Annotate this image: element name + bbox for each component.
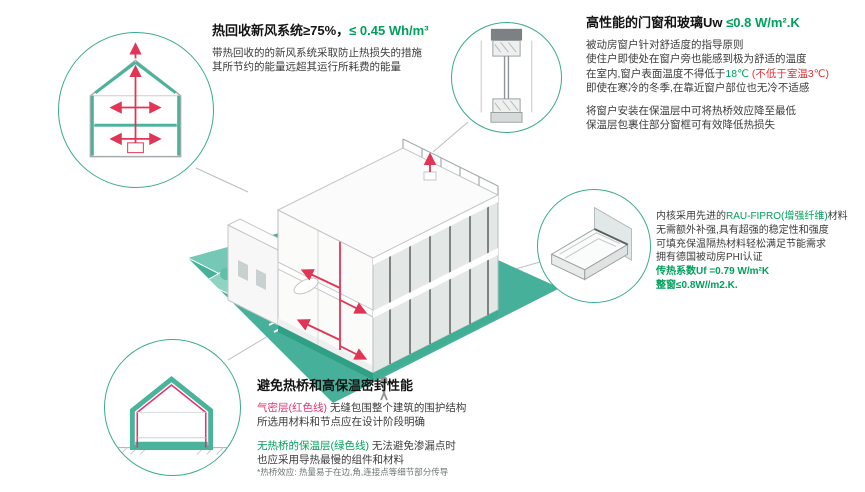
- roof-railing: [402, 138, 499, 195]
- windows-line6: 保温层包裹住部分窗框可有效降低热损失: [586, 118, 775, 131]
- profile-line1-black-b: 材料: [827, 211, 848, 222]
- thermal-title: 避免热桥和高保温密封性能: [257, 378, 414, 393]
- thermal-p1-line2: 所选用材料和节点应在设计阶段明确: [257, 416, 425, 429]
- heat-recovery-line1: 带热回收的的新风系统采取防止热损失的措施: [212, 47, 422, 60]
- windows-line3-green: 18℃: [725, 67, 749, 80]
- window-section-icon: [480, 28, 533, 123]
- heat-recovery-line2: 其所节约的能量远超其运行所耗费的能量: [212, 61, 401, 74]
- ventilation-section-figure: [58, 32, 214, 188]
- profile-line1-black-a: 内核采用先进的: [656, 211, 726, 222]
- ventilation-ducts: [296, 238, 368, 360]
- thermal-p2-line2: 也应采用导热最慢的组件和材料: [257, 453, 404, 466]
- thermal-p1-line1: 气密层(红色线) 无缝包围整个建筑的围护结构: [257, 401, 597, 415]
- windows-line3: 在室内,窗户表面温度不得低于18℃ (不低于室温3℃): [586, 67, 860, 81]
- isometric-house-illustration: [188, 138, 560, 403]
- insulation-section-figure: [104, 339, 241, 476]
- insulation-plinth-right: [373, 310, 498, 380]
- heat-recovery-title: 热回收新风系统≥75%，≤ 0.45 Wh/m³: [212, 22, 582, 39]
- profile-line2: 无需额外补强,具有超强的稳定性和强度: [656, 224, 829, 236]
- heat-recovery-text-block: 热回收新风系统≥75%，≤ 0.45 Wh/m³ 带热回收的的新风系统采取防止热…: [212, 22, 582, 75]
- thermal-footnote: *热桥效应: 热量易于在边,角,连接点等细节部分传导: [257, 466, 449, 477]
- heat-recovery-unit: [127, 142, 144, 154]
- windows-line3-red: (不低于室温3℃): [748, 67, 829, 80]
- profile-uf-value: 传热系数Uf =0.79 W/m²K: [656, 266, 770, 278]
- windows-line4: 即使在寒冷的冬季,在靠近窗户部位也无冷不适感: [586, 81, 810, 94]
- heat-recovery-title-black: 热回收新风系统≥75%，: [212, 23, 350, 38]
- house-cut-section: [277, 209, 374, 374]
- house-ventilation-icon: [89, 42, 182, 158]
- profile-uw-value: 整窗≤0.8W//m2.K.: [656, 279, 738, 291]
- windows-line3-black: 在室内,窗户表面温度不得低于: [586, 67, 726, 80]
- windows-title-green: ≤0.8 W/m².K: [726, 15, 800, 30]
- roof-vent-unit: [423, 171, 437, 181]
- profile-text-block: 内核采用先进的RAU-FIPRO(增强纤维)材料 无需额外补强,具有超强的稳定性…: [656, 210, 864, 293]
- heat-recovery-title-green: ≤ 0.45 Wh/m³: [349, 23, 429, 38]
- insulation-layer-label: 无热桥的保温层(绿色线): [257, 439, 369, 452]
- windows-text-block: 高性能的门窗和玻璃Uw ≤0.8 W/m².K 被动房窗户针对舒适度的指导原则 …: [586, 14, 860, 132]
- thermal-p1-text: 无缝包围整个建筑的围护结构: [327, 402, 467, 415]
- insulation-plinth-left: [278, 325, 373, 380]
- bathtub: [293, 277, 319, 295]
- profile-line3: 可填充保温隔热材料轻松满足节能需求: [656, 238, 826, 250]
- thermal-text-block: 避免热桥和高保温密封性能 气密层(红色线) 无缝包围整个建筑的围护结构 所选用材…: [257, 377, 597, 478]
- insulation-layer-line: [129, 375, 214, 451]
- house-insulation-icon: [116, 375, 228, 455]
- profile-line1-green: RAU-FIPRO(增强纤维): [726, 211, 828, 222]
- windows-title: 高性能的门窗和玻璃Uw ≤0.8 W/m².K: [586, 14, 860, 31]
- windows-line5: 将窗户安装在保温层中可将热桥效应降至最低: [586, 104, 796, 117]
- windows-line1: 被动房窗户针对舒适度的指导原则: [586, 39, 744, 52]
- profile-line1: 内核采用先进的RAU-FIPRO(增强纤维)材料: [656, 210, 864, 224]
- windows-line2: 使住户即使处在窗户旁也能感到极为舒适的温度: [586, 53, 807, 66]
- person-figure: [380, 376, 388, 401]
- profile-line4: 拥有德国被动房PHI认证: [656, 252, 763, 264]
- thermal-p2-line1: 无热桥的保温层(绿色线) 无法避免渗漏点时: [257, 439, 597, 453]
- windows-title-black: 高性能的门窗和玻璃Uw: [586, 15, 727, 30]
- airtight-layer-line: [136, 383, 207, 448]
- window-profile-icon: [550, 206, 632, 281]
- thermal-p2-text: 无法避免渗漏点时: [369, 439, 456, 452]
- flat-roof: [276, 138, 500, 259]
- window-profile-figure: [537, 189, 651, 303]
- window-section-figure: [451, 22, 562, 133]
- airtight-layer-label: 气密层(红色线): [257, 402, 327, 415]
